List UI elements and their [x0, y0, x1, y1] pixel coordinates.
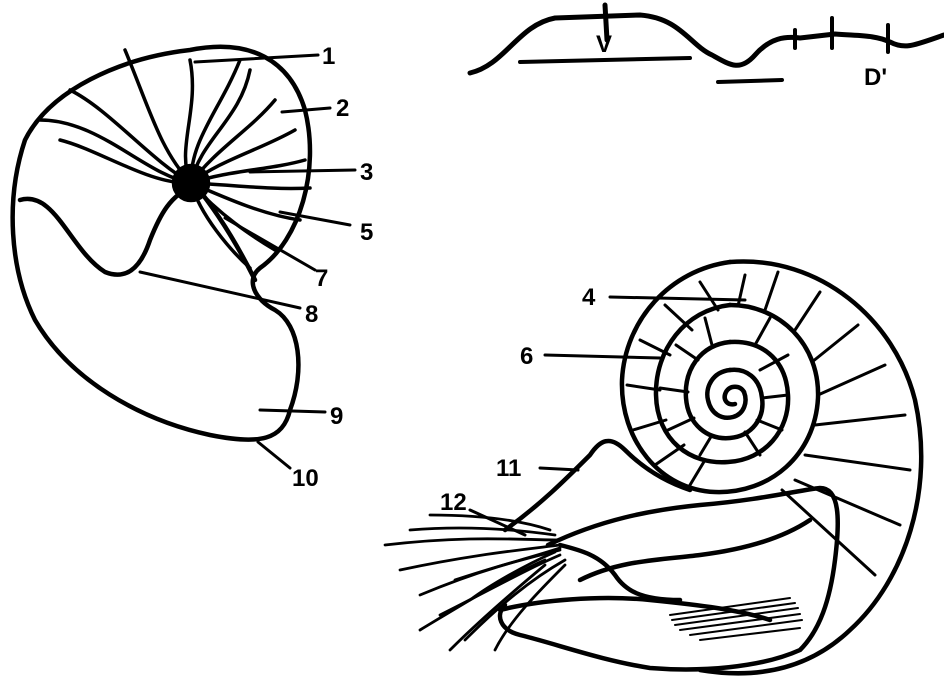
label-8: 8	[305, 301, 318, 328]
label-5: 5	[360, 219, 373, 246]
v-bracket	[520, 58, 690, 62]
leader-2	[282, 108, 330, 112]
label-7: 7	[315, 265, 328, 292]
label-3: 3	[360, 159, 373, 186]
label-1: 1	[322, 43, 335, 70]
d-bracket	[718, 80, 782, 82]
whorl-3	[686, 342, 763, 438]
left-shell	[13, 47, 355, 468]
label-6: 6	[520, 343, 533, 370]
right-shell	[385, 261, 921, 673]
label-12: 12	[440, 489, 467, 516]
label-9: 9	[330, 403, 343, 430]
label-11: 11	[496, 455, 521, 482]
leader-9	[260, 410, 325, 412]
leader-8	[140, 272, 300, 308]
eye-region	[560, 545, 680, 600]
leader-1	[195, 55, 318, 62]
label-4: 4	[582, 284, 596, 311]
hood	[505, 441, 690, 530]
leader-6	[545, 355, 660, 358]
label-d-prime: D'	[864, 64, 887, 91]
label-v: V	[596, 31, 612, 58]
leader-3	[250, 170, 355, 172]
leader-4	[610, 297, 745, 300]
leader-11	[540, 468, 578, 470]
whorl-5	[725, 387, 744, 405]
leader-10	[258, 442, 290, 468]
label-2: 2	[336, 95, 349, 122]
tentacles	[385, 515, 565, 650]
label-10: 10	[292, 465, 319, 492]
